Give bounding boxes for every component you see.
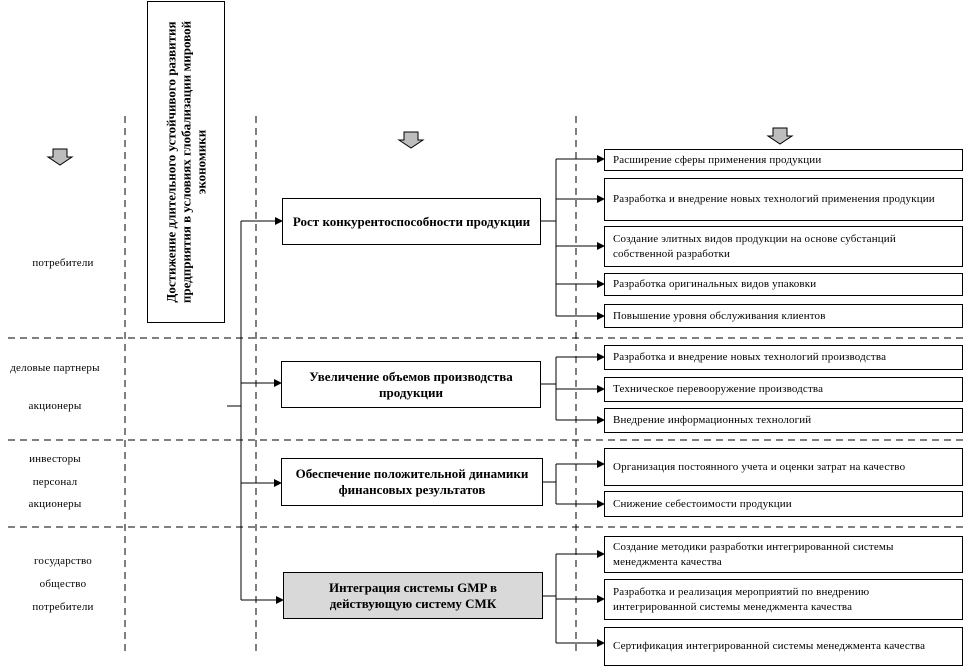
action-box: Повышение уровня обслуживания клиентов — [604, 304, 963, 328]
stakeholder-partners: деловые партнеры — [10, 362, 100, 374]
strategy-box: Обеспечение положительной динамики финан… — [281, 458, 543, 506]
goal-text: Достижение длительного устойчивого разви… — [163, 20, 209, 304]
strategy-box: Рост конкурентоспособности продукции — [282, 198, 541, 245]
goal-box: Достижение длительного устойчивого разви… — [147, 1, 225, 323]
stakeholder-investors: инвесторы — [29, 453, 81, 465]
stakeholder-consumers: потребители — [32, 257, 94, 269]
action-box: Организация постоянного учета и оценки з… — [604, 448, 963, 486]
down-arrow-icon — [397, 131, 425, 149]
stakeholder-consumers: потребители — [32, 601, 94, 613]
stakeholder-shareholders: акционеры — [28, 400, 82, 412]
action-box: Разработка и реализация мероприятий по в… — [604, 579, 963, 620]
dashed-dividers — [8, 116, 965, 656]
action-box: Создание элитных видов продукции на осно… — [604, 226, 963, 267]
action-box: Разработка и внедрение новых технологий … — [604, 178, 963, 221]
goal-connectors — [227, 217, 284, 604]
strategy-1-connectors — [541, 155, 605, 320]
strategy-3-connectors — [543, 460, 605, 508]
action-box: Разработка и внедрение новых технологий … — [604, 345, 963, 370]
stakeholder-staff: персонал — [32, 476, 78, 488]
stakeholder-shareholders: акционеры — [28, 498, 82, 510]
stakeholder-society: общество — [39, 578, 87, 590]
down-arrow-icon — [46, 148, 74, 166]
action-box: Создание методики разработки интегрирова… — [604, 536, 963, 573]
action-box: Разработка оригинальных видов упаковки — [604, 273, 963, 296]
strategy-2-connectors — [541, 353, 605, 424]
strategy-box-highlighted: Интеграция системы GMP в действующую сис… — [283, 572, 543, 619]
strategy-box: Увеличение объемов производства продукци… — [281, 361, 541, 408]
action-box: Снижение себестоимости продукции — [604, 491, 963, 517]
action-box: Сертификация интегрированной системы мен… — [604, 627, 963, 666]
down-arrow-icon — [766, 127, 794, 145]
action-box: Внедрение информационных технологий — [604, 408, 963, 433]
action-box: Техническое перевооружение производства — [604, 377, 963, 402]
stakeholder-state: государство — [33, 555, 93, 567]
action-box: Расширение сферы применения продукции — [604, 149, 963, 171]
strategy-4-connectors — [543, 550, 605, 647]
